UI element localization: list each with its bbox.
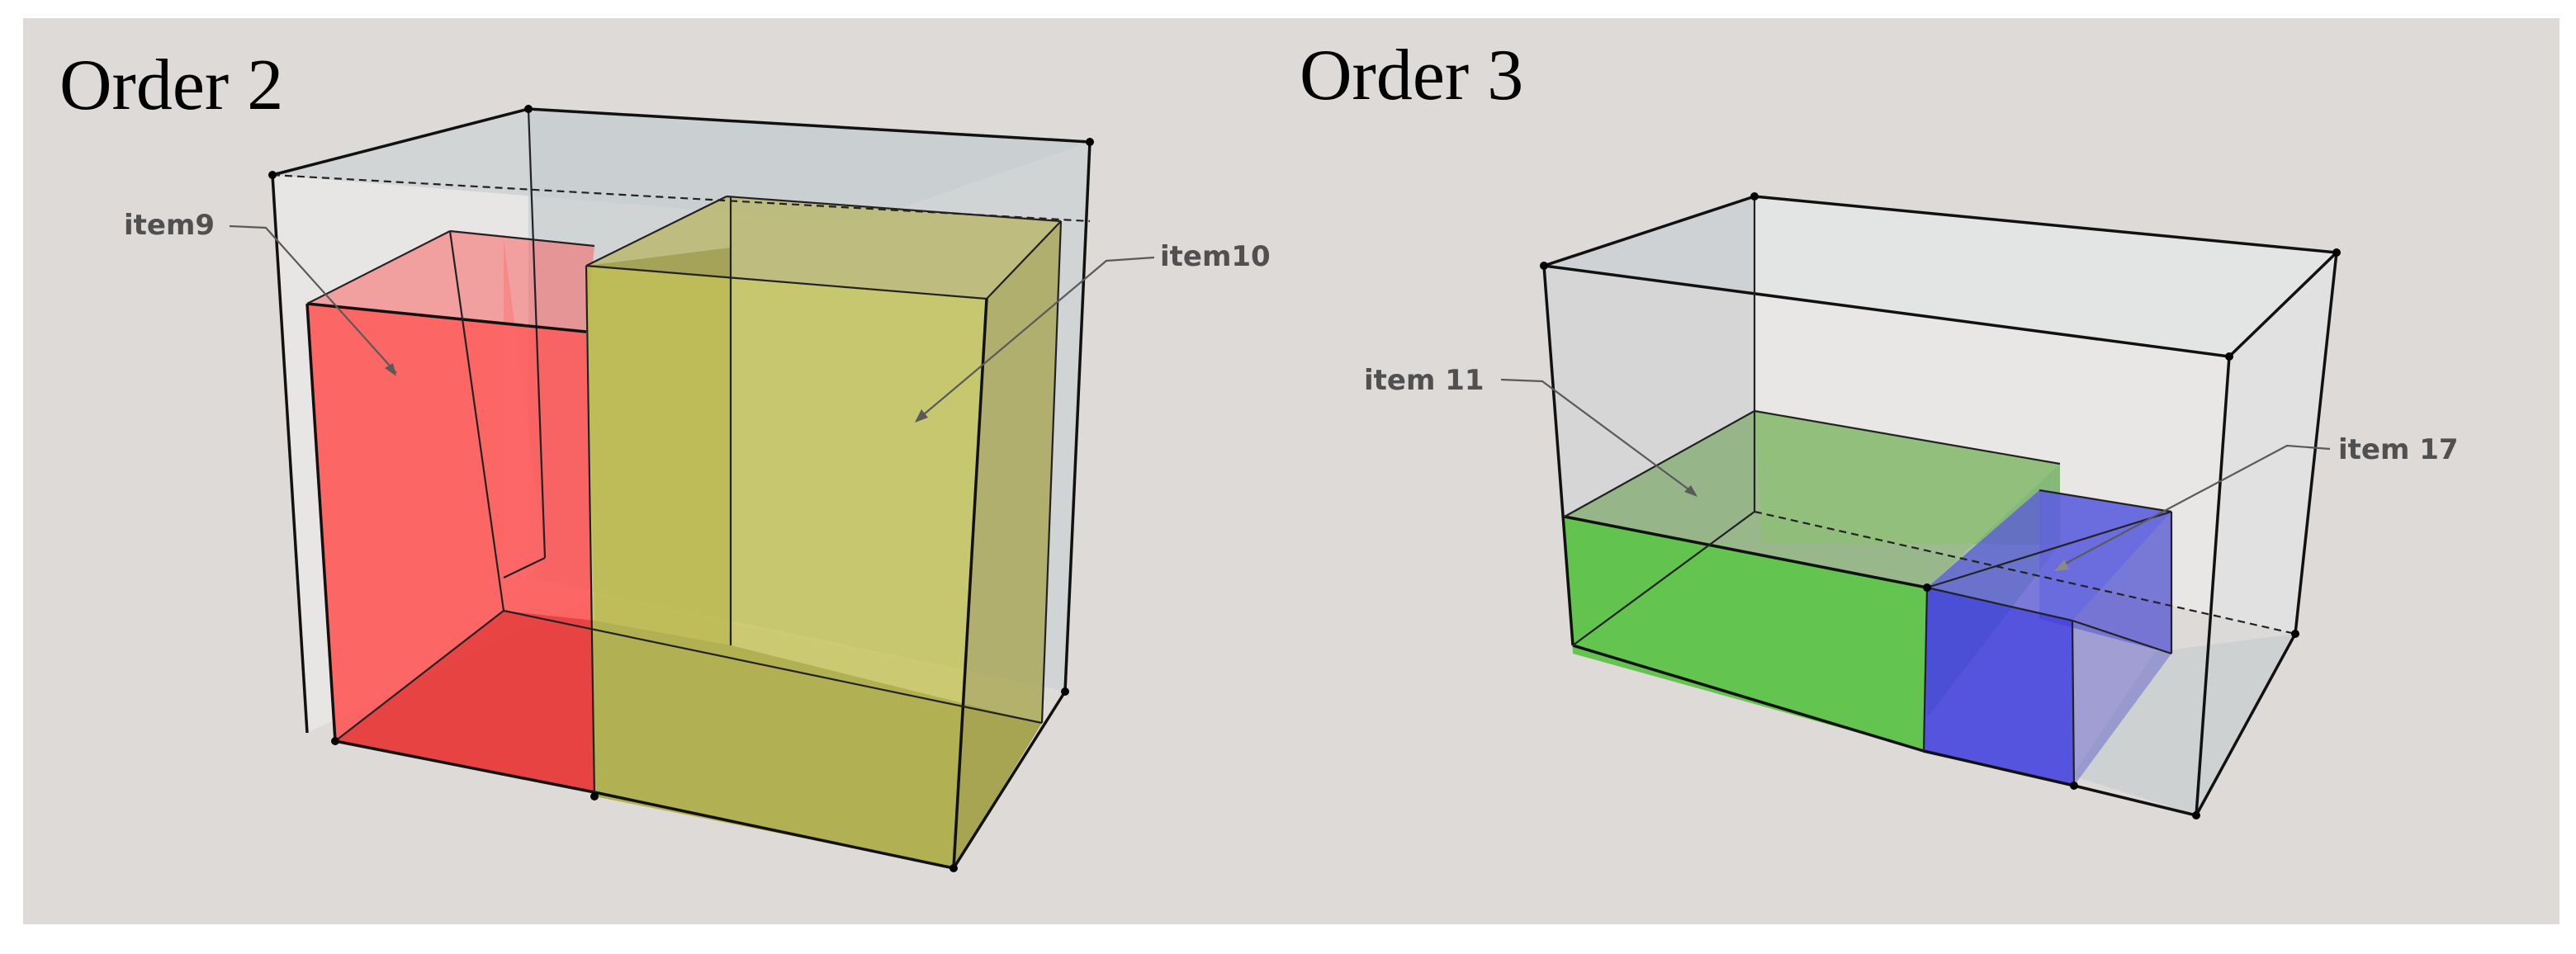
item17-box (1924, 490, 2171, 786)
order-3-panel: Order 3 (1300, 35, 2459, 819)
item9-leader (229, 224, 397, 374)
item10-box (586, 196, 1061, 868)
item10-label: item10 (1160, 240, 1271, 273)
order-3-title: Order 3 (1300, 35, 1523, 116)
item17-leader (2057, 444, 2331, 569)
item9-box (307, 231, 594, 792)
order-2-vertices (268, 105, 1094, 872)
order-2-panel: Order 2 (59, 45, 1271, 872)
order-2-title: Order 2 (59, 45, 283, 125)
item9-label: item9 (124, 209, 215, 242)
order-3-vertices (1540, 192, 2341, 819)
item10-leader (917, 256, 1155, 420)
item17-label: item 17 (2338, 433, 2459, 466)
item11-label: item 11 (1364, 364, 1485, 397)
order-3-edges (1542, 195, 2338, 817)
item11-leader (1500, 378, 1695, 494)
